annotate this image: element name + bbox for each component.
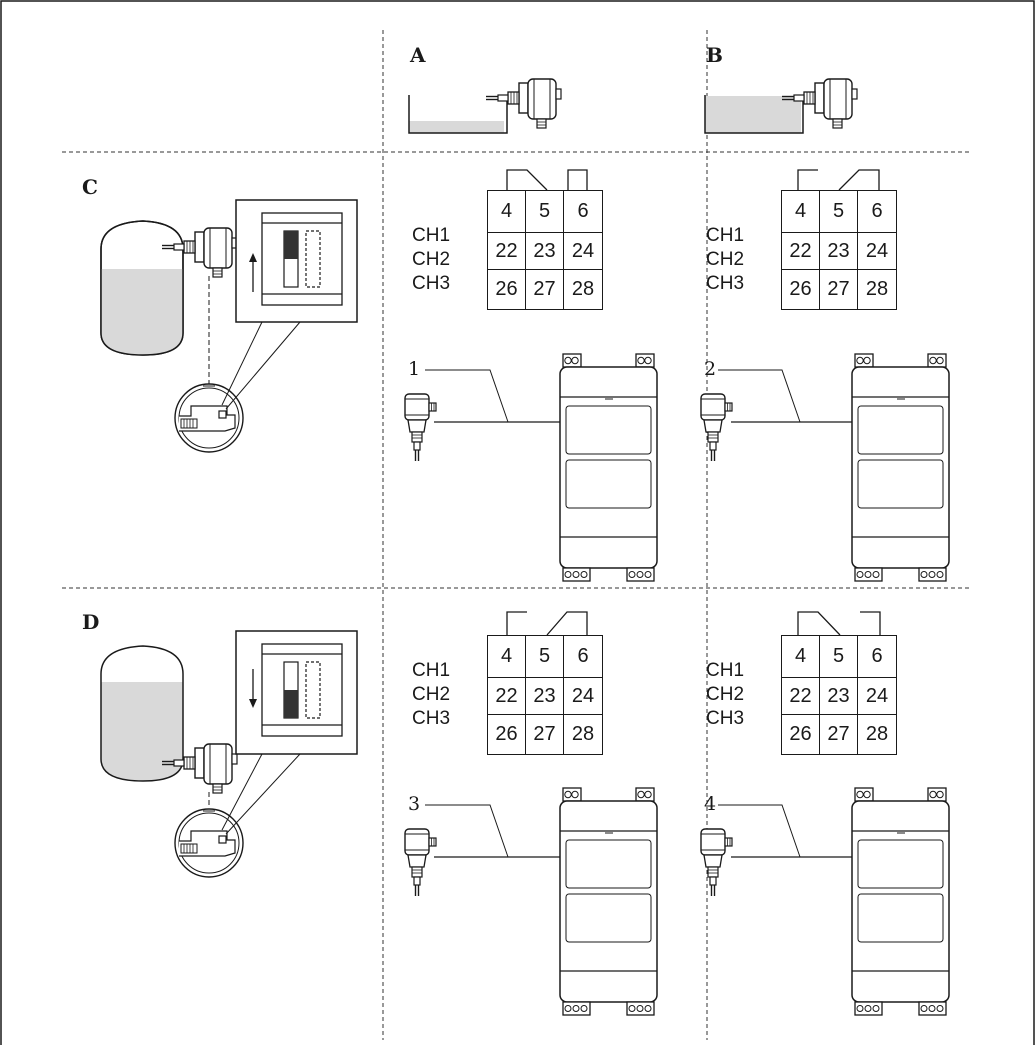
label-b: B: [706, 43, 723, 67]
terminal-cell: 27: [526, 270, 564, 309]
terminal-cell: 4: [488, 636, 526, 678]
terminal-block-db: 4 5 6 22 23 24 26 27 28: [781, 635, 897, 755]
terminal-cell: 28: [865, 278, 889, 300]
terminal-cell: 24: [564, 233, 602, 270]
channel-label: CH2: [706, 249, 745, 270]
callout-2: 2: [704, 358, 717, 380]
contact-symbol-ca: [506, 169, 588, 191]
contact-symbol-cb: [797, 169, 880, 191]
terminal-cell: 23: [526, 233, 564, 270]
terminal-cell: 23: [820, 233, 858, 270]
channel-label: CH2: [412, 684, 451, 705]
terminal-cell: 6: [564, 636, 602, 678]
terminal-cell: 27: [526, 715, 564, 754]
row-c-tank-graphic: [100, 199, 358, 453]
wiring-3-graphic: [404, 787, 658, 1016]
terminal-cell: 6: [858, 636, 896, 678]
terminal-cell: 23: [820, 678, 858, 715]
terminal-cell: 26: [782, 270, 820, 309]
wiring-2-graphic: [700, 353, 950, 582]
channel-label: CH1: [412, 225, 451, 246]
terminal-cell: 5: [820, 636, 858, 678]
channel-label: CH1: [706, 660, 745, 681]
terminal-cell: 26: [488, 270, 526, 309]
terminal-cell: 22: [782, 233, 820, 270]
terminal-cell: 28: [865, 723, 889, 745]
terminal-cell: 24: [564, 678, 602, 715]
channel-label: CH3: [706, 708, 745, 729]
channel-label: CH1: [706, 225, 745, 246]
terminal-cell: 27: [820, 715, 858, 754]
terminal-cell: 22: [782, 678, 820, 715]
terminal-cell: 4: [782, 636, 820, 678]
terminal-cell: 26: [488, 715, 526, 754]
row-d-tank-graphic: [100, 630, 358, 878]
callout-3: 3: [408, 793, 421, 815]
channel-label: CH2: [706, 684, 745, 705]
terminal-cell: 6: [858, 191, 896, 233]
terminal-cell: 5: [820, 191, 858, 233]
terminal-cell: 22: [488, 233, 526, 270]
channel-label: CH2: [412, 249, 451, 270]
terminal-cell: 28: [571, 278, 595, 300]
terminal-cell: 22: [488, 678, 526, 715]
contact-symbol-da: [506, 611, 588, 636]
label-a: A: [410, 43, 426, 67]
header-b-graphic: [704, 78, 858, 134]
terminal-cell: 6: [564, 191, 602, 233]
wiring-1-graphic: [404, 353, 658, 582]
terminal-cell: 28: [571, 723, 595, 745]
terminal-cell: 5: [526, 636, 564, 678]
terminal-block-cb: 4 5 6 22 23 24 26 27 28: [781, 190, 897, 310]
terminal-cell: 4: [488, 191, 526, 233]
terminal-block-ca: 4 5 6 22 23 24 26 27 28: [487, 190, 603, 310]
callout-4: 4: [704, 793, 717, 815]
channel-label: CH3: [412, 708, 451, 729]
channel-label: CH3: [706, 273, 745, 294]
terminal-cell: 24: [858, 678, 896, 715]
terminal-block-da: 4 5 6 22 23 24 26 27 28: [487, 635, 603, 755]
terminal-cell: 23: [526, 678, 564, 715]
terminal-cell: 26: [782, 715, 820, 754]
label-c: C: [82, 175, 98, 199]
terminal-cell: 27: [820, 270, 858, 309]
terminal-cell: 24: [858, 233, 896, 270]
contact-symbol-db: [797, 611, 881, 636]
label-d: D: [82, 610, 100, 634]
header-a-graphic: [408, 78, 562, 134]
channel-label: CH3: [412, 273, 451, 294]
channel-label: CH1: [412, 660, 451, 681]
terminal-cell: 5: [526, 191, 564, 233]
terminal-cell: 4: [782, 191, 820, 233]
callout-1: 1: [408, 358, 421, 380]
wiring-4-graphic: [700, 787, 950, 1016]
